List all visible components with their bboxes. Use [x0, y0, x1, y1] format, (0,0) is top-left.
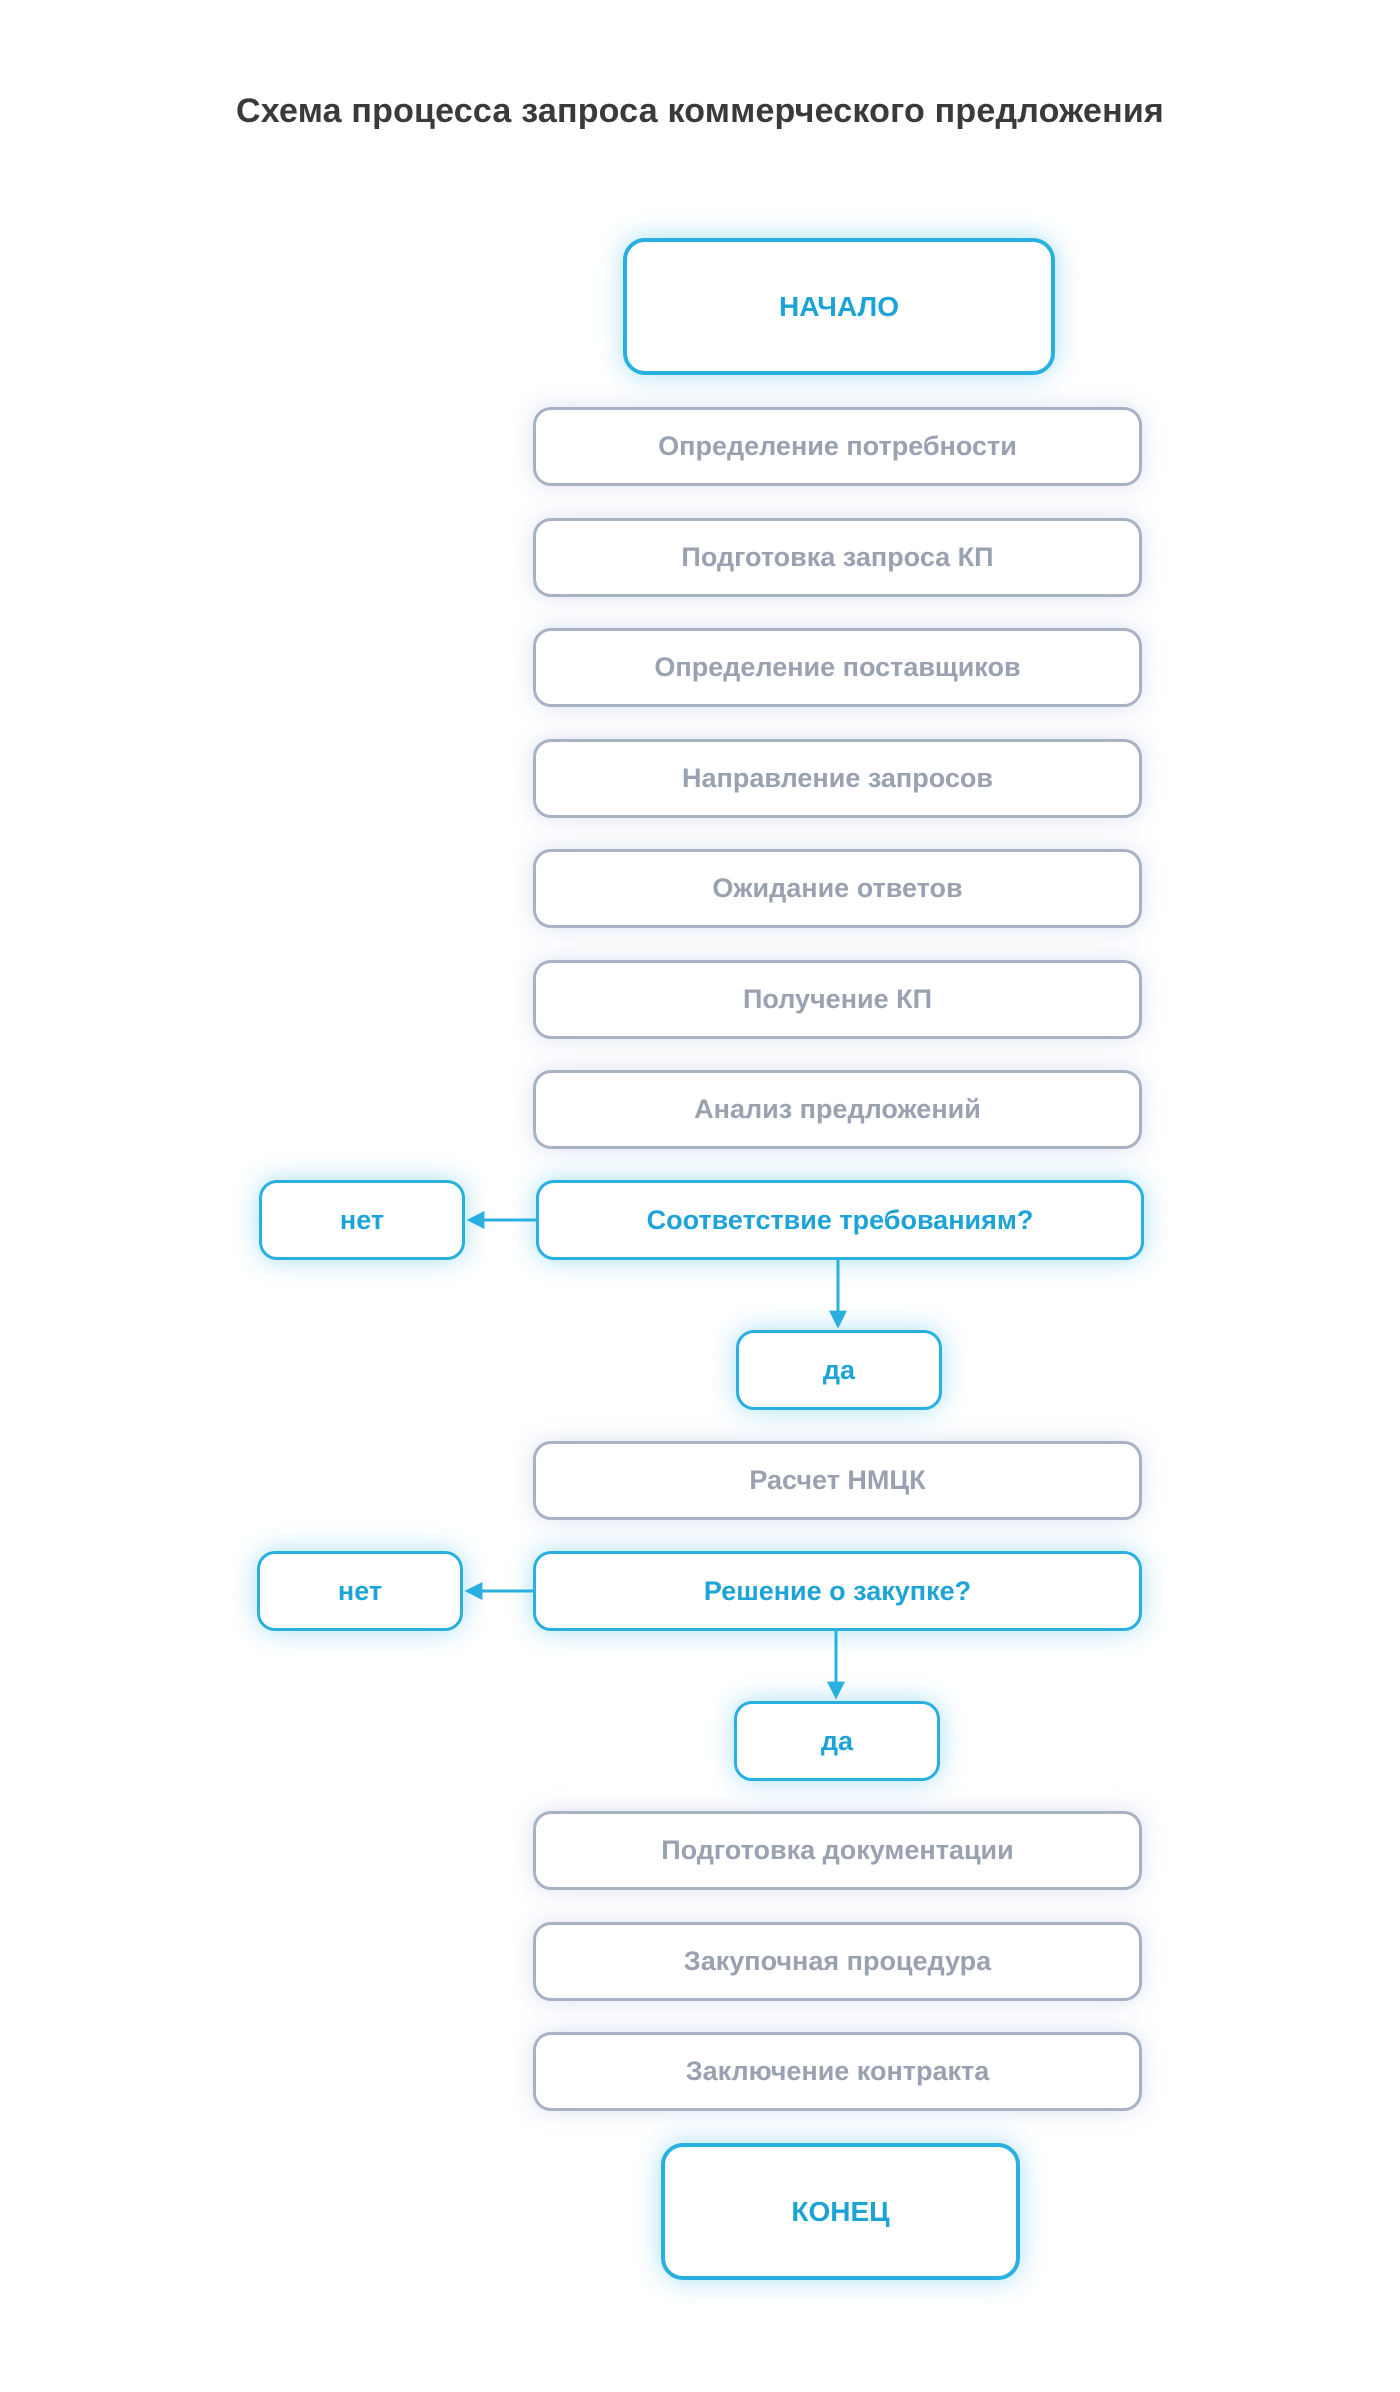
start-label: НАЧАЛО [779, 290, 899, 322]
step-node: Определение потребности [533, 407, 1142, 486]
step-label: Получение КП [742, 984, 933, 1014]
start-node: НАЧАЛО [623, 238, 1055, 375]
step-node: Направление запросов [533, 739, 1142, 818]
step-label: Определение потребности [658, 431, 1017, 461]
step-node: Закупочная процедура [533, 1922, 1142, 2001]
decision-yes-label: да [822, 1354, 856, 1385]
decision-label: Решение о закупке? [703, 1575, 972, 1606]
step-label: Подготовка документации [661, 1835, 1014, 1865]
step-node: Расчет НМЦК [533, 1441, 1142, 1520]
step-label: Анализ предложений [694, 1094, 981, 1124]
decision-no-node: нет [257, 1551, 463, 1631]
step-node: Ожидание ответов [533, 849, 1142, 928]
end-node: КОНЕЦ [661, 2143, 1020, 2280]
diagram-title: Схема процесса запроса коммерческого пре… [236, 92, 1164, 130]
step-label: Подготовка запроса КП [681, 542, 994, 572]
decision-node-purchase: Решение о закупке? [533, 1551, 1142, 1631]
step-node: Определение поставщиков [533, 628, 1142, 707]
step-node: Анализ предложений [533, 1070, 1142, 1149]
end-label: КОНЕЦ [791, 2195, 890, 2227]
decision-no-node: нет [259, 1180, 465, 1260]
step-label: Закупочная процедура [683, 1946, 992, 1976]
step-node: Подготовка документации [533, 1811, 1142, 1890]
step-node: Заключение контракта [533, 2032, 1142, 2111]
decision-yes-node: да [736, 1330, 942, 1410]
step-label: Определение поставщиков [654, 652, 1021, 682]
step-label: Расчет НМЦК [749, 1465, 926, 1495]
decision-no-label: нет [337, 1575, 383, 1606]
step-node: Получение КП [533, 960, 1142, 1039]
decision-label: Соответствие требованиям? [646, 1204, 1034, 1235]
step-label: Направление запросов [682, 763, 993, 793]
decision-yes-label: да [820, 1725, 854, 1756]
step-label: Заключение контракта [685, 2056, 990, 2086]
decision-yes-node: да [734, 1701, 940, 1781]
decision-node-requirements: Соответствие требованиям? [536, 1180, 1144, 1260]
decision-no-label: нет [339, 1204, 385, 1235]
step-label: Ожидание ответов [712, 873, 963, 903]
step-node: Подготовка запроса КП [533, 518, 1142, 597]
